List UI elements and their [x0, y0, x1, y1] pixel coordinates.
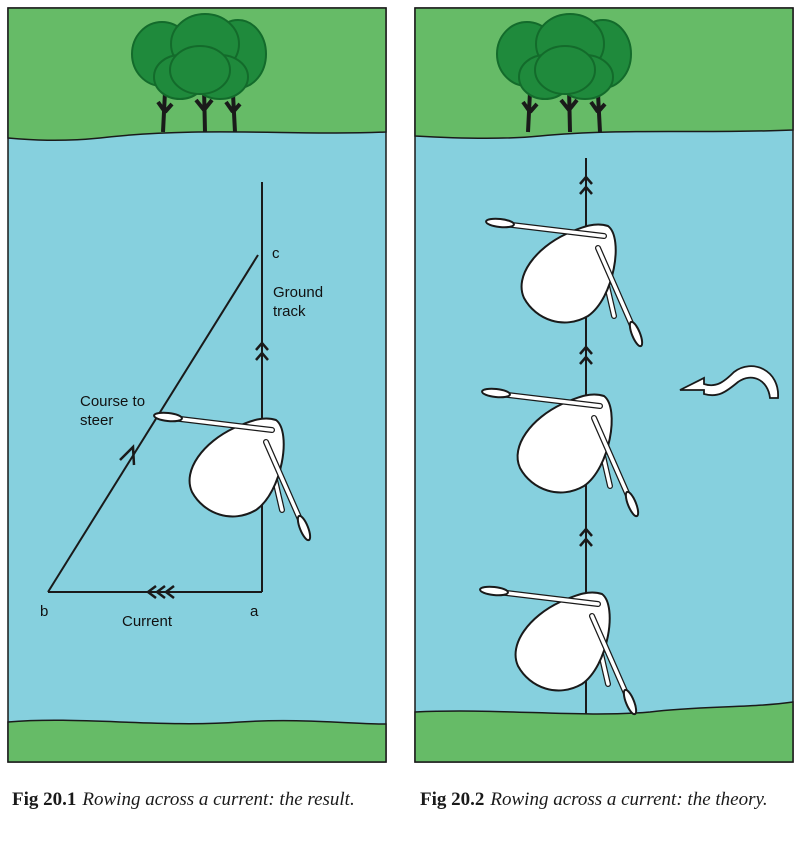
near-bank-2: [414, 701, 794, 763]
figure-1: c Ground track Course to steer b a Curre…: [7, 7, 387, 763]
caption-text-1: Rowing across a current: the result.: [82, 789, 355, 810]
label-point-c: c: [272, 245, 280, 262]
label-course-to-steer-2: steer: [80, 412, 113, 429]
caption-number-2: Fig 20.2: [420, 789, 485, 810]
label-point-b: b: [40, 603, 48, 620]
chevron-arrow-icon: [119, 444, 136, 466]
figure-2: [414, 7, 794, 763]
label-ground-track: Ground: [273, 284, 323, 301]
label-current: Current: [122, 613, 173, 630]
label-ground-track-2: track: [273, 303, 306, 320]
course-to-steer-line: [47, 254, 259, 593]
label-course-to-steer: Course to: [80, 393, 145, 410]
label-point-a: a: [250, 603, 259, 620]
caption-number-1: Fig 20.1: [12, 789, 77, 810]
caption-text-2: Rowing across a current: the theory.: [490, 789, 768, 810]
near-bank-1: [7, 719, 387, 763]
current-arrow-icon: [679, 365, 779, 399]
chevron-arrow-icon: [145, 585, 175, 599]
